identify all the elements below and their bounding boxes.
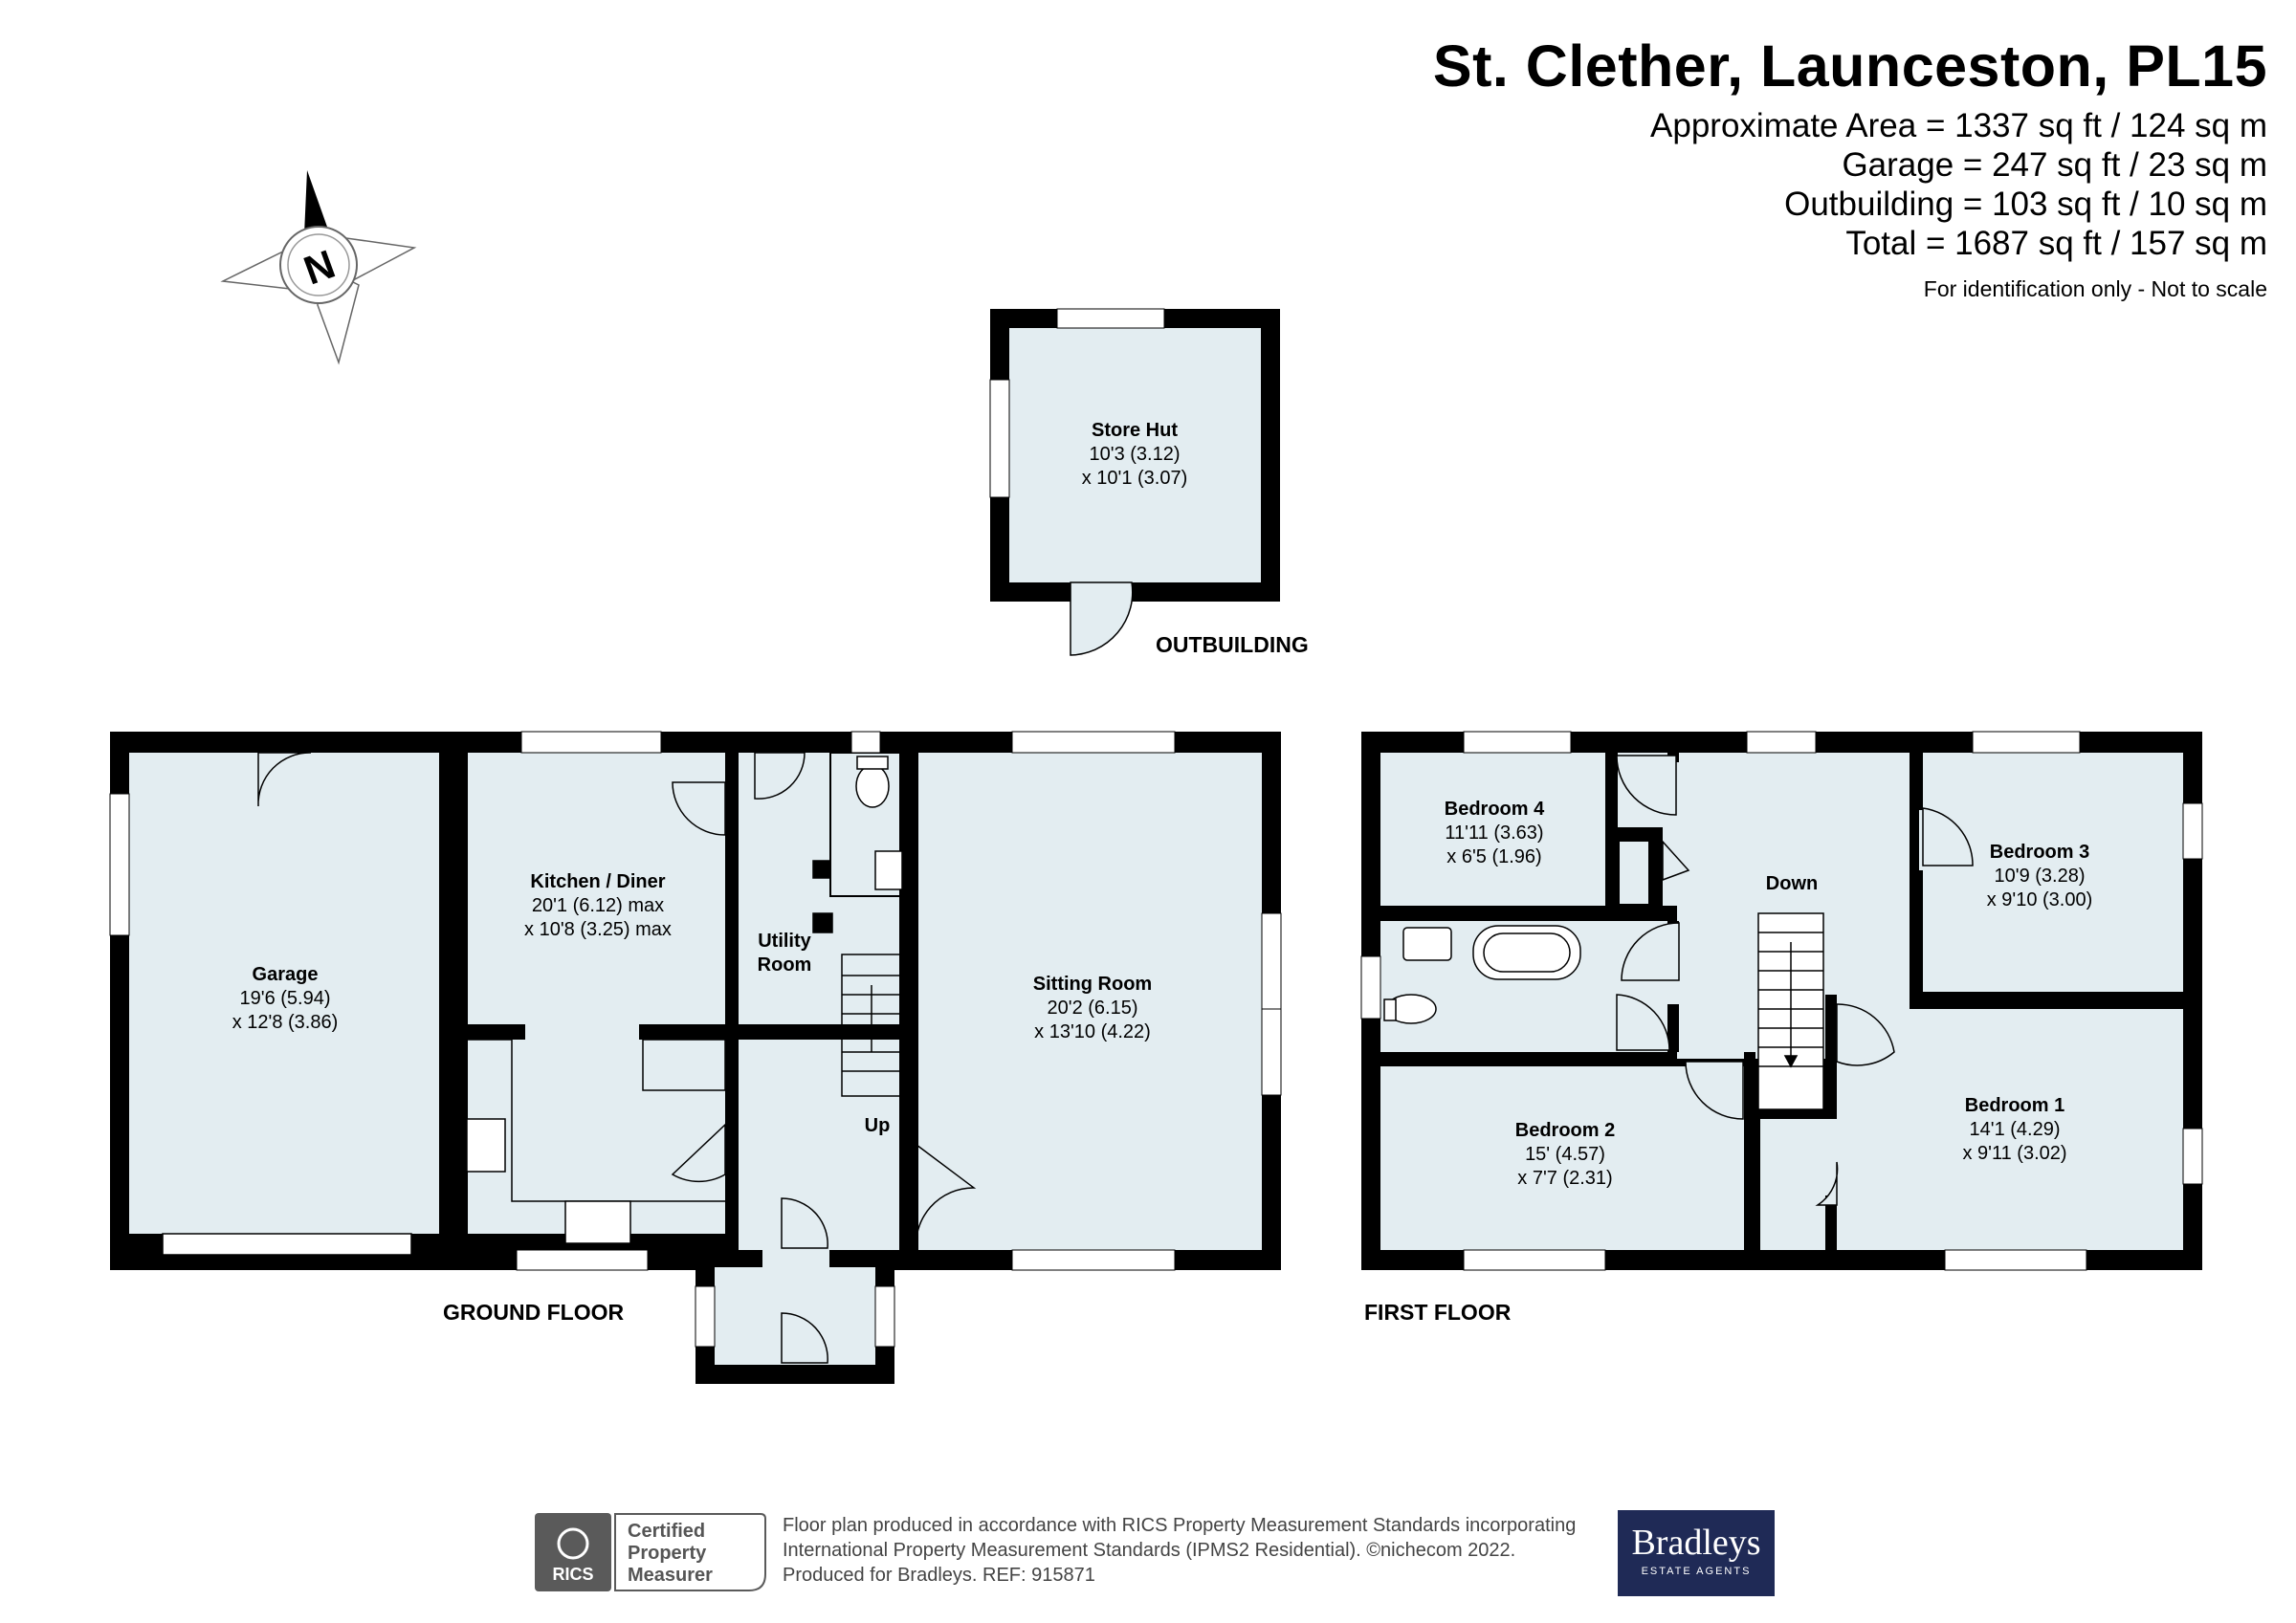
outbuilding-area: Outbuilding = 103 sq ft / 10 sq m bbox=[1784, 186, 2267, 223]
room-dimensions: x 9'10 (3.00) bbox=[1987, 889, 2093, 910]
stairs-label: Up bbox=[865, 1115, 891, 1136]
room-dimensions: 14'1 (4.29) bbox=[1970, 1119, 2061, 1140]
room-name: Kitchen / Diner bbox=[530, 871, 665, 892]
outbuilding-plan bbox=[989, 308, 1280, 656]
rics-line: Measurer bbox=[628, 1565, 713, 1586]
stairs-label: Down bbox=[1766, 873, 1818, 894]
room-dimensions: x 9'11 (3.02) bbox=[1962, 1143, 2066, 1164]
bradleys-logo: Bradleys ESTATE AGENTS bbox=[1618, 1510, 1775, 1596]
room-dimensions: 10'3 (3.12) bbox=[1090, 444, 1181, 465]
room-dimensions: 10'9 (3.28) bbox=[1995, 866, 2086, 887]
room-dimensions: 11'11 (3.63) bbox=[1445, 822, 1543, 844]
outbuilding-label: OUTBUILDING bbox=[1156, 632, 1309, 657]
room-name: Sitting Room bbox=[1033, 974, 1152, 995]
scale-note: For identification only - Not to scale bbox=[1923, 276, 2267, 301]
room-name: Store Hut bbox=[1092, 420, 1178, 441]
room-name: Utility bbox=[758, 931, 811, 952]
rics-certified-badge: RICS Certified Property Measurer bbox=[535, 1513, 766, 1591]
room-dimensions: 20'1 (6.12) max bbox=[532, 895, 664, 916]
garage-door bbox=[162, 1233, 412, 1256]
rics-line: Property bbox=[628, 1543, 707, 1564]
room-name: Bedroom 2 bbox=[1515, 1120, 1615, 1141]
rics-line: Certified bbox=[628, 1521, 705, 1542]
agent-name: Bradleys bbox=[1631, 1523, 1761, 1563]
room-name: Bedroom 4 bbox=[1445, 799, 1545, 820]
first-floor-label: FIRST FLOOR bbox=[1364, 1300, 1512, 1325]
room-name: Bedroom 1 bbox=[1965, 1095, 2064, 1116]
bedroom-2-room bbox=[1380, 1066, 1744, 1250]
stairs bbox=[841, 954, 902, 1097]
bedroom-1-room bbox=[1837, 1009, 2183, 1250]
stairs bbox=[1757, 912, 1824, 1110]
bedroom-4-room bbox=[1380, 753, 1605, 906]
ground-floor-label: GROUND FLOOR bbox=[443, 1300, 624, 1325]
first-floor-plan bbox=[1360, 731, 2203, 1271]
room-name: Room bbox=[758, 954, 812, 976]
rics-lion-icon bbox=[557, 1527, 589, 1560]
ground-floor-plan bbox=[109, 731, 1282, 1384]
sitting-room bbox=[918, 753, 1262, 1250]
rics-abbr: RICS bbox=[552, 1565, 593, 1584]
room-name: Garage bbox=[253, 964, 319, 985]
room-dimensions: x 10'8 (3.25) max bbox=[524, 919, 672, 940]
garage-room bbox=[129, 753, 439, 1234]
footer-line: Produced for Bradleys. REF: 915871 bbox=[783, 1565, 1095, 1586]
property-title: St. Clether, Launceston, PL15 bbox=[1432, 33, 2267, 99]
approximate-area: Approximate Area = 1337 sq ft / 124 sq m bbox=[1650, 107, 2267, 144]
room-dimensions: x 6'5 (1.96) bbox=[1446, 846, 1541, 867]
kitchen-diner-room bbox=[468, 753, 725, 1234]
agent-tagline: ESTATE AGENTS bbox=[1641, 1566, 1752, 1577]
store-hut-room bbox=[1009, 328, 1261, 582]
room-dimensions: 20'2 (6.15) bbox=[1048, 998, 1138, 1019]
footer-line: Floor plan produced in accordance with R… bbox=[783, 1515, 1576, 1536]
door-swing bbox=[1070, 581, 1134, 656]
room-dimensions: 15' (4.57) bbox=[1525, 1144, 1605, 1165]
bedroom-3-room bbox=[1919, 753, 2183, 992]
room-name: Bedroom 3 bbox=[1990, 842, 2089, 863]
room-dimensions: x 13'10 (4.22) bbox=[1034, 1021, 1151, 1042]
footer-line: International Property Measurement Stand… bbox=[783, 1540, 1515, 1561]
total-area: Total = 1687 sq ft / 157 sq m bbox=[1845, 225, 2267, 262]
compass-north-icon: N bbox=[220, 170, 417, 365]
room-dimensions: x 7'7 (2.31) bbox=[1517, 1168, 1612, 1189]
room-dimensions: 19'6 (5.94) bbox=[240, 988, 331, 1009]
room-dimensions: x 12'8 (3.86) bbox=[232, 1012, 339, 1033]
room-dimensions: x 10'1 (3.07) bbox=[1082, 468, 1188, 489]
hallway bbox=[739, 1040, 909, 1250]
garage-area: Garage = 247 sq ft / 23 sq m bbox=[1842, 146, 2267, 184]
